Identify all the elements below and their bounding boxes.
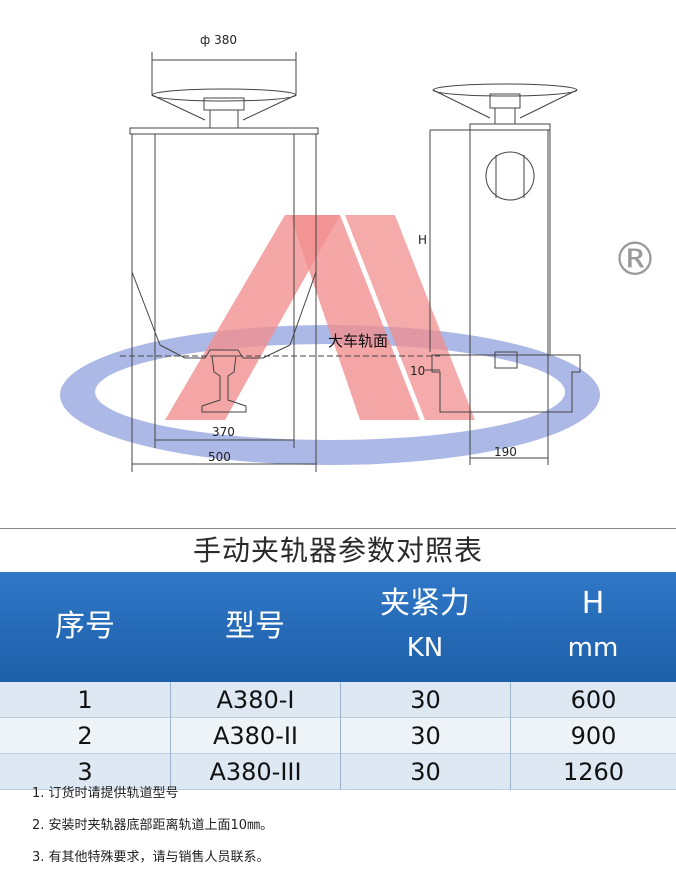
cell-force: 30 bbox=[340, 682, 510, 718]
cell-index: 1 bbox=[77, 686, 93, 714]
cell-force: 30 bbox=[340, 718, 510, 754]
notes-list: 1. 订货时请提供轨道型号 2. 安装时夹轨器底部距离轨道上面10㎜。 3. 有… bbox=[32, 778, 652, 874]
header-model: 型号 bbox=[225, 609, 285, 644]
table-row: 1 A380-I 30 600 bbox=[0, 682, 676, 718]
dim-10: 10 bbox=[410, 364, 425, 378]
cell-h: 900 bbox=[510, 718, 676, 754]
cell-model: A380-II bbox=[170, 718, 340, 754]
dim-190: 190 bbox=[494, 445, 517, 459]
dim-500: 500 bbox=[208, 450, 231, 464]
header-h: H mm bbox=[567, 586, 619, 663]
front-view bbox=[120, 52, 440, 472]
table-header-row: 序号 型号 夹紧力 KN H mm bbox=[0, 572, 676, 682]
technical-drawing: ® bbox=[60, 33, 658, 472]
dim-370: 370 bbox=[212, 425, 235, 439]
note-item: 2. 安装时夹轨器底部距离轨道上面10㎜。 bbox=[32, 818, 274, 833]
cell-index: 3 bbox=[77, 758, 93, 786]
side-view bbox=[425, 83, 581, 465]
header-force: 夹紧力 KN bbox=[380, 586, 470, 663]
rail-surface-label: 大车轨面 bbox=[328, 332, 388, 350]
table-body: 1 A380-I 30 600 2 A380-II 30 900 3 A380-… bbox=[0, 682, 676, 790]
table-row: 3 A380-III 30 1260 bbox=[0, 754, 676, 790]
cell-model: A380-III bbox=[170, 754, 340, 790]
header-index: 序号 bbox=[55, 609, 115, 644]
parameter-table: 手动夹轨器参数对照表 序号 型号 夹紧力 KN H mm 1 A380-I 30… bbox=[0, 528, 676, 790]
dim-phi-380: ф 380 bbox=[200, 33, 237, 47]
table-title: 手动夹轨器参数对照表 bbox=[0, 528, 676, 572]
table-row: 2 A380-II 30 900 bbox=[0, 718, 676, 754]
note-item: 1. 订货时请提供轨道型号 bbox=[32, 786, 179, 801]
cell-index: 2 bbox=[77, 722, 93, 750]
dim-h: H bbox=[418, 233, 427, 247]
note-item: 3. 有其他特殊要求，请与销售人员联系。 bbox=[32, 850, 270, 865]
cell-model: A380-I bbox=[170, 682, 340, 718]
registered-mark: ® bbox=[612, 232, 658, 286]
logo-watermark bbox=[60, 215, 600, 465]
cell-h: 1260 bbox=[510, 754, 676, 790]
cell-h: 600 bbox=[510, 682, 676, 718]
cell-force: 30 bbox=[340, 754, 510, 790]
